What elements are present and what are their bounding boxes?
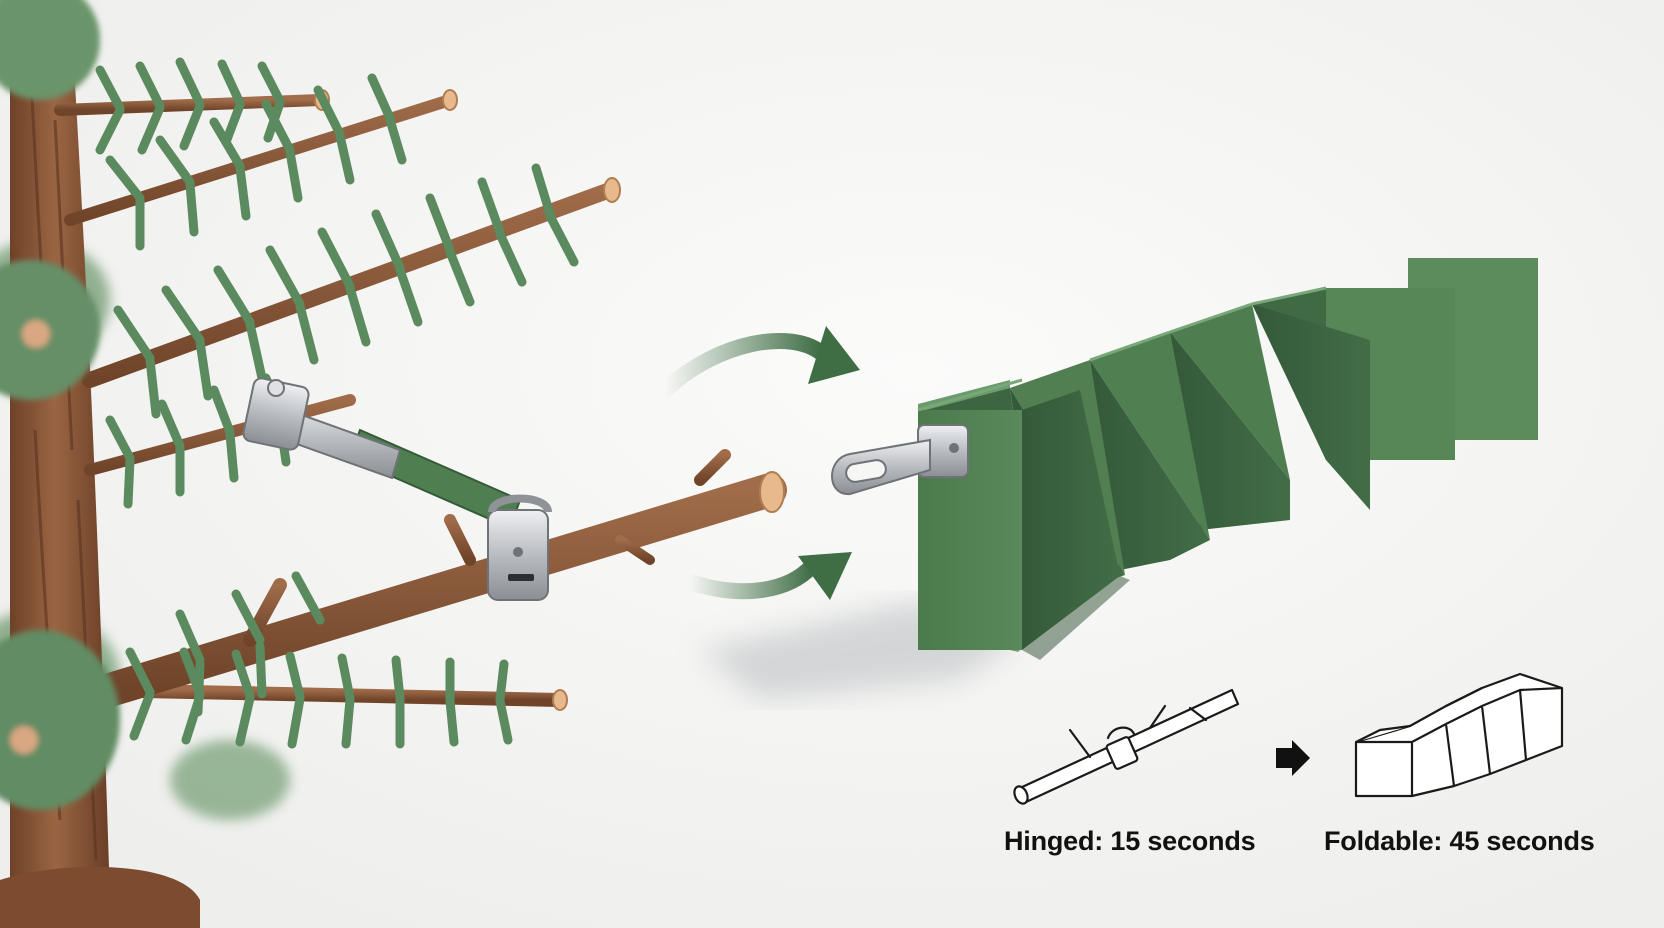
pine-needles bbox=[95, 57, 579, 749]
hinged-time-label: Hinged: 15 seconds bbox=[1004, 826, 1256, 856]
arrow-bottom-head bbox=[798, 552, 852, 600]
folded-box-icon bbox=[1354, 672, 1564, 798]
clamp-slot bbox=[508, 574, 534, 581]
transition-arrows bbox=[657, 326, 860, 600]
tree bbox=[0, 0, 787, 928]
panel-latch bbox=[831, 424, 969, 496]
clamp-top-loop bbox=[488, 494, 552, 514]
arrow-top bbox=[657, 333, 828, 398]
arrow-top-head bbox=[808, 326, 860, 384]
foldable-time-label: Foldable: 45 seconds bbox=[1324, 826, 1595, 856]
panel-top-edges bbox=[917, 286, 1327, 412]
tree-branch-icon bbox=[1013, 688, 1240, 805]
arrow-bottom bbox=[682, 558, 820, 600]
rivet-top bbox=[267, 379, 285, 397]
hinge-connector bbox=[242, 377, 552, 601]
latch-slot bbox=[845, 459, 887, 483]
trunk-base bbox=[0, 866, 200, 928]
right-arrow-icon bbox=[1276, 740, 1310, 776]
rivet-bottom bbox=[513, 547, 523, 557]
front-foliage bbox=[0, 0, 120, 810]
